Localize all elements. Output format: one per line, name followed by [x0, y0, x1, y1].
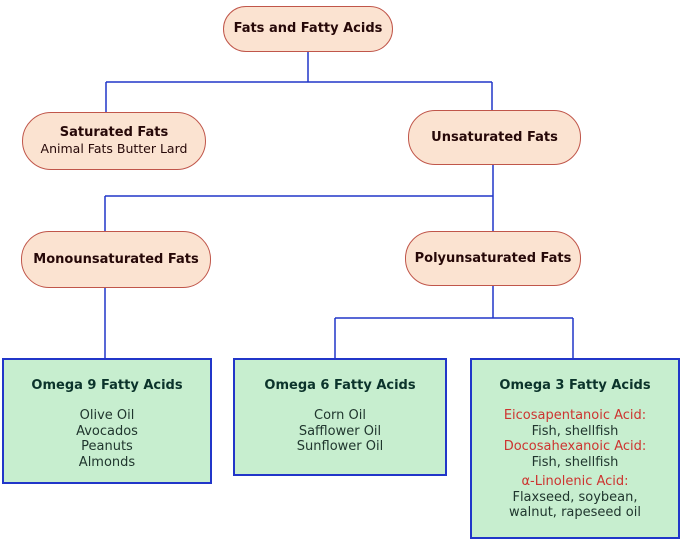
- omega9-item: Olive Oil: [79, 408, 135, 423]
- omega6-item: Safflower Oil: [298, 423, 382, 439]
- node-label: Saturated Fats: [59, 125, 169, 140]
- omega6-item: Sunflower Oil: [296, 439, 384, 454]
- node-label: Fats and Fatty Acids: [233, 21, 383, 36]
- omega3-acid-name: α-Linolenic Acid:: [521, 474, 629, 489]
- node-label: Unsaturated Fats: [431, 129, 558, 145]
- node-monounsaturated-fats: Monounsaturated Fats: [21, 231, 211, 288]
- box-omega3-fatty-acids: Omega 3 Fatty Acids Eicosapentanoic Acid…: [470, 358, 680, 539]
- omega3-acid-source: Fish, shellfish: [531, 423, 619, 439]
- omega9-item: Almonds: [78, 454, 136, 470]
- node-unsaturated-fats: Unsaturated Fats: [408, 110, 581, 165]
- node-label: Monounsaturated Fats: [33, 251, 199, 267]
- node-fats-and-fatty-acids: Fats and Fatty Acids: [223, 6, 393, 52]
- box-omega6-fatty-acids: Omega 6 Fatty Acids Corn Oil Safflower O…: [233, 358, 447, 476]
- omega9-item: Avocados: [76, 423, 138, 439]
- omega6-item: Corn Oil: [314, 408, 366, 423]
- box-title: Omega 6 Fatty Acids: [264, 378, 416, 393]
- box-title: Omega 3 Fatty Acids: [499, 378, 651, 393]
- node-saturated-fats: Saturated Fats Animal Fats Butter Lard: [22, 112, 206, 170]
- omega9-item: Peanuts: [81, 439, 133, 454]
- node-polyunsaturated-fats: Polyunsaturated Fats: [405, 231, 581, 286]
- omega3-acid-name: Eicosapentanoic Acid:: [503, 408, 647, 423]
- omega3-acid-source: Fish, shellfish: [531, 454, 619, 470]
- box-omega9-fatty-acids: Omega 9 Fatty Acids Olive Oil Avocados P…: [2, 358, 212, 484]
- tree-connector-paths: [104, 52, 574, 358]
- omega3-acid-source: Flaxseed, soybean,: [512, 489, 638, 505]
- node-label: Polyunsaturated Fats: [414, 250, 572, 266]
- omega3-acid-source: walnut, rapeseed oil: [509, 505, 641, 520]
- box-title: Omega 9 Fatty Acids: [31, 378, 183, 393]
- node-examples: Animal Fats Butter Lard: [40, 141, 188, 156]
- omega3-acid-name: Docosahexanoic Acid:: [503, 439, 647, 454]
